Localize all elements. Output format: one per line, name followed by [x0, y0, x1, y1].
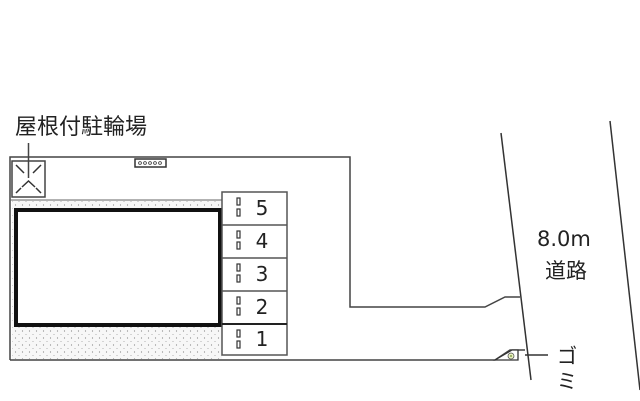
- road-label: 道路: [545, 259, 587, 283]
- bicycle-parking-box-icon: [11, 143, 46, 198]
- building: [14, 208, 222, 327]
- parking-space-number: 3: [255, 262, 269, 286]
- lot-boundary: [9, 156, 520, 360]
- bicycle-parking-label: 屋根付駐輪場: [15, 115, 148, 140]
- garbage-station-icon: [492, 349, 548, 361]
- parking-space-number: 2: [255, 295, 269, 319]
- parking-space-number: 1: [255, 327, 269, 351]
- meter-icon: [134, 158, 167, 168]
- parking-area: [221, 191, 288, 356]
- parking-space-number: 4: [255, 229, 269, 253]
- road-edge-left: [500, 132, 532, 381]
- garbage-label: ゴミ: [553, 345, 578, 401]
- parking-space-number: 5: [255, 196, 269, 220]
- garbage-label-text: ゴミ: [554, 345, 578, 395]
- road-width-label: 8.0m: [537, 227, 591, 251]
- road-edge-right: [609, 120, 640, 391]
